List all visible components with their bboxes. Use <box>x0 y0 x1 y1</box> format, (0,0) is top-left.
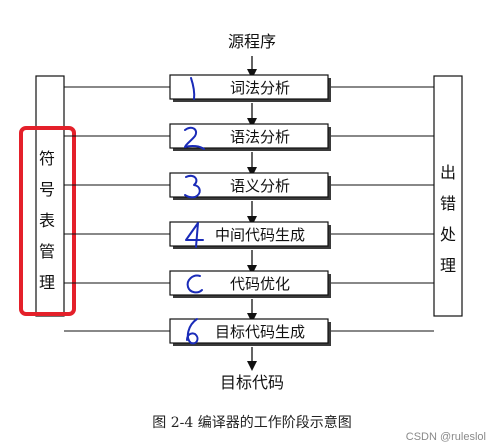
phase-label: 目标代码生成 <box>215 323 305 341</box>
phase-label: 代码优化 <box>230 275 290 293</box>
symbol-table-char: 符 <box>39 149 55 168</box>
handwritten-number-3 <box>184 174 201 199</box>
watermark: CSDN @ruleslol <box>406 431 486 443</box>
error-handling-char: 理 <box>440 256 456 275</box>
phase-label: 词法分析 <box>230 79 290 97</box>
symbol-table-char: 管 <box>39 242 55 261</box>
phase-label: 语义分析 <box>230 177 290 195</box>
phase-box <box>169 74 329 100</box>
phase-box <box>169 123 329 149</box>
symbol-table-char: 理 <box>39 273 55 292</box>
source-program-label: 源程序 <box>228 32 276 51</box>
handwritten-number-6 <box>186 318 199 345</box>
red-highlight-box <box>19 126 76 316</box>
phase-label: 中间代码生成 <box>215 226 305 244</box>
handwritten-number-5 <box>186 274 203 294</box>
handwritten-number-4 <box>185 222 204 248</box>
handwritten-number-2 <box>184 126 205 150</box>
handwritten-number-1 <box>190 77 196 100</box>
figure-caption: 图 2-4 编译器的工作阶段示意图 <box>152 414 351 431</box>
phase-label: 语法分析 <box>230 128 290 146</box>
error-handling-box <box>433 75 463 317</box>
target-code-label: 目标代码 <box>220 373 284 392</box>
error-handling-char: 错 <box>440 194 456 213</box>
error-handling-char: 处 <box>440 225 456 244</box>
symbol-table-char: 号 <box>39 180 55 199</box>
phase-box <box>169 318 329 344</box>
error-handling-char: 出 <box>440 163 456 182</box>
symbol-table-char: 表 <box>39 211 55 230</box>
